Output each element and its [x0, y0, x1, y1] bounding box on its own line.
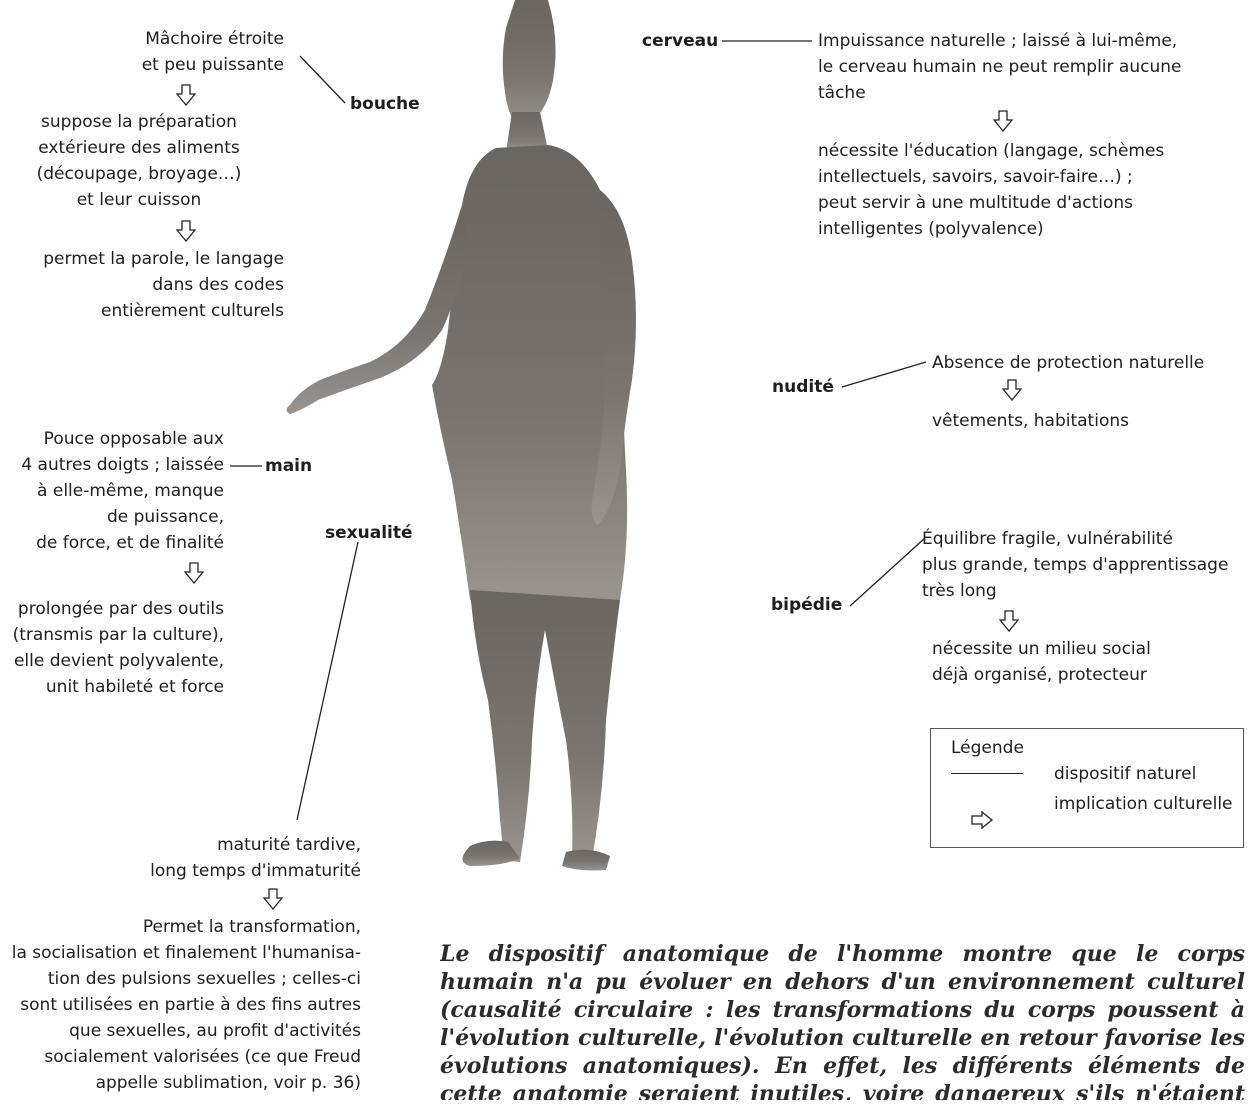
hollow-down-arrow-icon [184, 562, 204, 584]
sexualite-line: Permet la transformation, [0, 914, 361, 940]
label-cerveau: cerveau [642, 28, 718, 54]
bipedie-line: très long [922, 578, 1228, 604]
silhouette-arm-left [287, 205, 471, 414]
main-line: de force, et de finalité [0, 530, 224, 556]
cerveau-line: tâche [818, 80, 1181, 106]
label-nudite: nudité [772, 374, 834, 400]
silhouette-legs [470, 590, 620, 862]
bipedie-text-2: nécessite un milieu social déjà organisé… [932, 636, 1151, 688]
hollow-down-arrow-icon [176, 220, 196, 242]
nudite-text-2: vêtements, habitations [932, 408, 1129, 434]
main-line: Pouce opposable aux [0, 426, 224, 452]
sexualite-line: long temps d'immaturité [0, 858, 361, 884]
hollow-down-arrow-icon [176, 84, 196, 106]
bouche-line: (découpage, broyage…) [0, 161, 278, 187]
hollow-down-arrow-icon [263, 888, 283, 910]
hollow-down-arrow-icon [1002, 379, 1022, 401]
sexualite-line: que sexuelles, au profit d'activités [0, 1018, 361, 1044]
bouche-line: entièrement culturels [0, 298, 284, 324]
main-line: (transmis par la culture), [0, 622, 224, 648]
bipedie-line: Équilibre fragile, vulnérabilité [922, 526, 1228, 552]
hollow-down-arrow-icon [993, 110, 1013, 132]
bouche-text-2: suppose la préparation extérieure des al… [0, 109, 278, 213]
sexualite-line: socialement valorisées (ce que Freud [0, 1044, 361, 1070]
nudite-arrow [1002, 379, 1022, 409]
caption-text: Le dispositif anatomique de l'homme mont… [440, 940, 1245, 1100]
bouche-line: Mâchoire étroite [0, 26, 284, 52]
cerveau-line: intellectuels, savoirs, savoir-faire…) ; [818, 164, 1164, 190]
sexualite-line: maturité tardive, [0, 832, 361, 858]
main-arrow [184, 562, 204, 592]
cerveau-line: le cerveau humain ne peut remplir aucune [818, 54, 1181, 80]
label-bouche: bouche [350, 91, 420, 117]
silhouette-head [503, 0, 556, 128]
leader-sexualite [297, 542, 358, 820]
leader-nudite [842, 362, 926, 387]
bouche-line: et leur cuisson [0, 187, 278, 213]
bipedie-line: nécessite un milieu social [932, 636, 1151, 662]
bouche-line: suppose la préparation [0, 109, 278, 135]
silhouette-neck [506, 112, 548, 152]
sexualite-line: tion des pulsions sexuelles ; celles-ci [0, 966, 361, 992]
leader-bouche [300, 56, 345, 103]
human-silhouette [287, 0, 637, 871]
main-line: elle devient polyvalente, [0, 648, 224, 674]
bipedie-line: plus grande, temps d'apprentissage [922, 552, 1228, 578]
leader-bipedie [850, 538, 925, 606]
cerveau-line: peut servir à une multitude d'actions [818, 190, 1164, 216]
cerveau-text-2: nécessite l'éducation (langage, schèmes … [818, 138, 1164, 242]
silhouette-foot-right [562, 850, 610, 871]
nudite-line: Absence de protection naturelle [932, 350, 1204, 376]
hollow-right-arrow-icon [971, 811, 993, 829]
legend-natural: dispositif naturel [1054, 761, 1196, 787]
nudite-text: Absence de protection naturelle [932, 350, 1204, 376]
bouche-text-3: permet la parole, le langage dans des co… [0, 246, 284, 324]
cerveau-line: Impuissance naturelle ; laissé à lui-mêm… [818, 28, 1181, 54]
main-line: à elle-même, manque [0, 478, 224, 504]
legend-cultural: implication culturelle [1054, 791, 1233, 817]
label-main: main [265, 453, 312, 479]
bouche-line: et peu puissante [0, 52, 284, 78]
bouche-line: dans des codes [0, 272, 284, 298]
bouche-line: permet la parole, le langage [0, 246, 284, 272]
label-bipedie: bipédie [771, 592, 842, 618]
sexualite-text-2: Permet la transformation, la socialisati… [0, 914, 361, 1096]
silhouette-foot-left [463, 841, 521, 866]
legend-arrow-sample [971, 811, 993, 837]
bipedie-line: déjà organisé, protecteur [932, 662, 1151, 688]
sexualite-line: sont utilisées en partie à des fins autr… [0, 992, 361, 1018]
label-sexualite: sexualité [325, 520, 413, 546]
cerveau-text: Impuissance naturelle ; laissé à lui-mêm… [818, 28, 1181, 106]
main-line: unit habileté et force [0, 674, 224, 700]
silhouette-arm-right [592, 190, 636, 525]
cerveau-line: nécessite l'éducation (langage, schèmes [818, 138, 1164, 164]
main-line: de puissance, [0, 504, 224, 530]
main-line: prolongée par des outils [0, 596, 224, 622]
legend-title: Légende [951, 735, 1024, 761]
legend: Légende dispositif naturel implication c… [930, 728, 1244, 848]
bouche-text: Mâchoire étroite et peu puissante [0, 26, 284, 78]
bipedie-text: Équilibre fragile, vulnérabilité plus gr… [922, 526, 1228, 604]
bouche-line: extérieure des aliments [0, 135, 278, 161]
cerveau-line: intelligentes (polyvalence) [818, 216, 1164, 242]
sexualite-text: maturité tardive, long temps d'immaturit… [0, 832, 361, 884]
cerveau-arrow [993, 110, 1013, 140]
main-text-2: prolongée par des outils (transmis par l… [0, 596, 224, 700]
sexualite-line: appelle sublimation, voir p. 36) [0, 1070, 361, 1096]
hollow-down-arrow-icon [999, 610, 1019, 632]
sexualite-line: la socialisation et finalement l'humanis… [0, 940, 361, 966]
main-text: Pouce opposable aux 4 autres doigts ; la… [0, 426, 224, 556]
nudite-line: vêtements, habitations [932, 408, 1129, 434]
legend-line-sample [951, 773, 1023, 774]
main-line: 4 autres doigts ; laissée [0, 452, 224, 478]
silhouette-torso [432, 145, 627, 600]
